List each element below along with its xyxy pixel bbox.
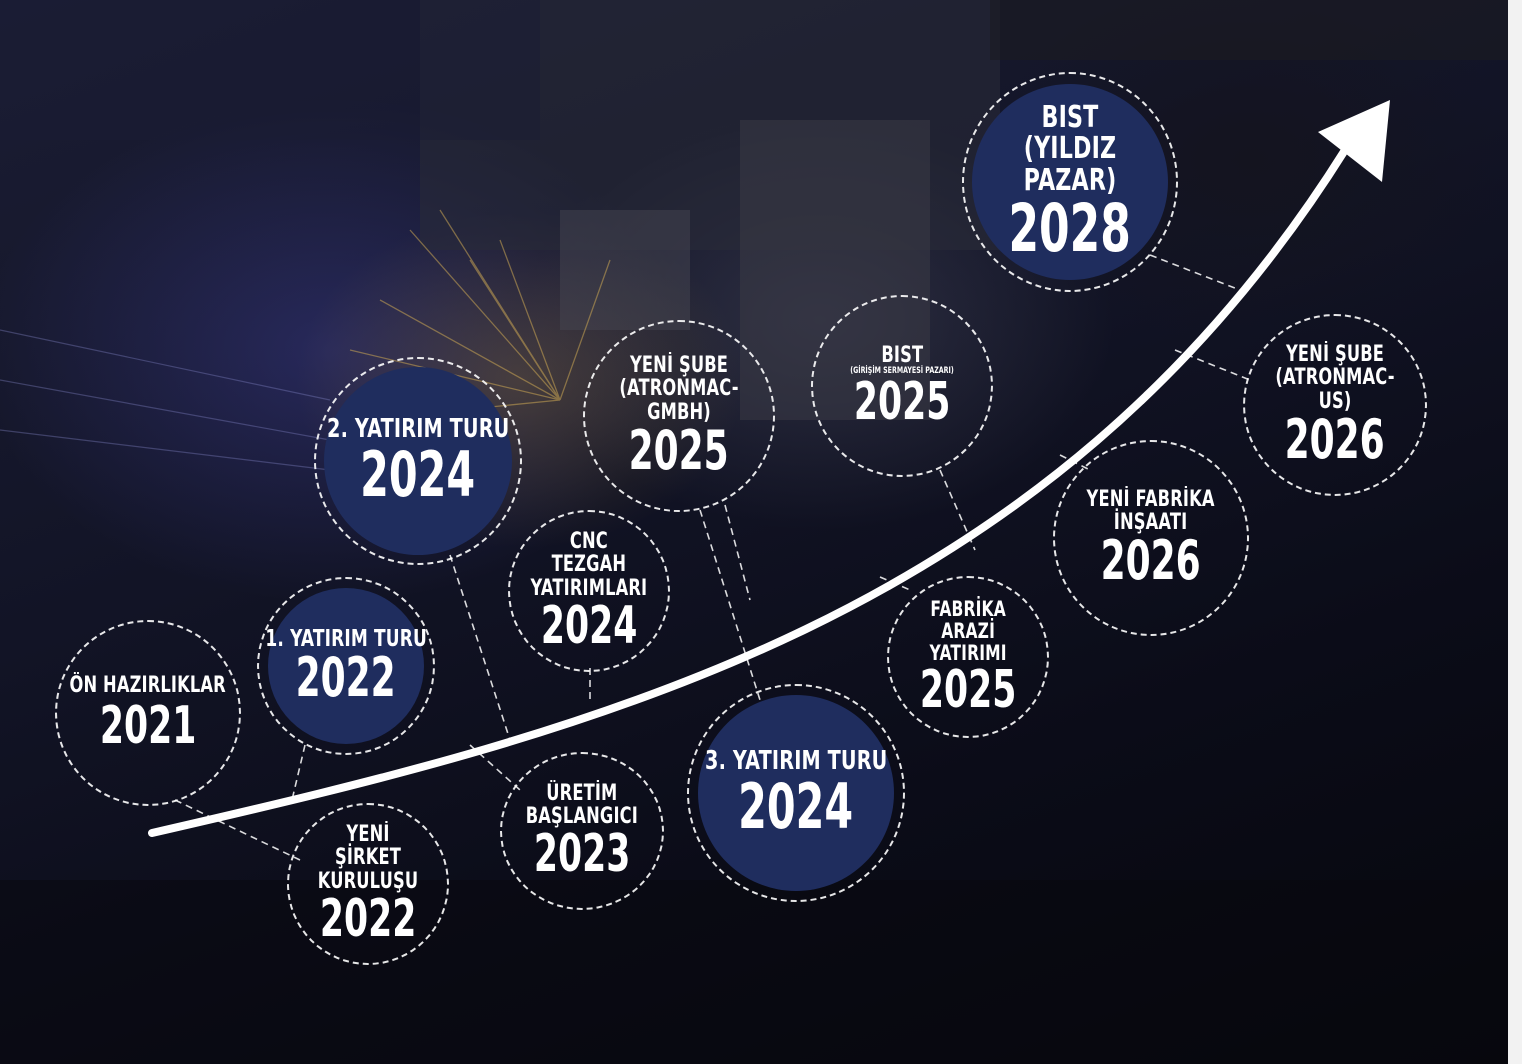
milestone-fabrika-insaati: YENİ FABRİKA İNŞAATI 2026: [1053, 440, 1249, 636]
milestone-label: BIST: [881, 342, 923, 368]
milestone-year: 2025: [628, 418, 730, 482]
milestone-year: 2028: [1008, 190, 1132, 268]
milestone-bist-girisim: BIST (GİRİŞİM SERMAYESİ PAZARI) 2025: [811, 295, 993, 477]
milestone-label: 1. YATIRIM TURU: [265, 625, 427, 652]
milestone-bist-yildiz: BIST (YILDIZ PAZAR) 2028: [962, 72, 1178, 292]
milestone-label: YENİ ŞUBE (ATRONMAC-US): [1275, 342, 1395, 414]
milestone-label: 2. YATIRIM TURU: [326, 414, 510, 445]
milestone-year: 2021: [99, 695, 197, 756]
milestone-yatirim-1: 1. YATIRIM TURU 2022: [257, 577, 435, 755]
milestone-year: 2025: [919, 660, 1017, 721]
milestone-sublabel: (GİRİŞİM SERMAYESİ PAZARI): [850, 365, 954, 376]
milestone-yeni-sirket: YENİ ŞİRKET KURULUŞU 2022: [287, 803, 449, 965]
milestone-year: 2023: [533, 824, 631, 885]
milestone-label: YENİ FABRİKA İNŞAATI: [1086, 486, 1216, 535]
milestone-label: FABRİKA ARAZİ YATIRIMI: [929, 596, 1007, 666]
milestone-year: 2025: [853, 372, 951, 433]
milestone-year: 2024: [540, 595, 638, 656]
milestone-label: CNC TEZGAH YATIRIMLARI: [530, 529, 648, 601]
milestone-year: 2024: [360, 437, 476, 511]
milestone-year: 2026: [1284, 407, 1386, 471]
milestone-cnc: CNC TEZGAH YATIRIMLARI 2024: [508, 510, 670, 672]
milestone-year: 2026: [1100, 529, 1202, 593]
milestone-us: YENİ ŞUBE (ATRONMAC-US) 2026: [1243, 314, 1427, 496]
milestone-label: YENİ ŞİRKET KURULUŞU: [317, 822, 419, 894]
milestone-label: ÜRETİM BAŞLANGICI: [525, 780, 639, 829]
milestone-on-hazirliklar: ÖN HAZIRLIKLAR 2021: [55, 620, 241, 806]
milestone-year: 2022: [319, 888, 417, 949]
milestone-gmbh: YENİ ŞUBE (ATRONMAC-GMBH) 2025: [583, 320, 775, 512]
milestone-label: 3. YATIRIM TURU: [704, 746, 888, 777]
milestone-label: BIST (YILDIZ PAZAR): [1023, 99, 1117, 198]
milestone-yatirim-2: 2. YATIRIM TURU 2024: [314, 357, 522, 565]
milestone-year: 2024: [738, 769, 854, 843]
milestone-uretim: ÜRETİM BAŞLANGICI 2023: [500, 752, 664, 910]
milestone-fabrika-arazi: FABRİKA ARAZİ YATIRIMI 2025: [887, 576, 1049, 738]
milestone-year: 2022: [295, 646, 397, 710]
milestone-label: YENİ ŞUBE (ATRONMAC-GMBH): [619, 353, 739, 425]
milestone-yatirim-3: 3. YATIRIM TURU 2024: [687, 684, 905, 902]
milestone-label: ÖN HAZIRLIKLAR: [69, 673, 227, 699]
